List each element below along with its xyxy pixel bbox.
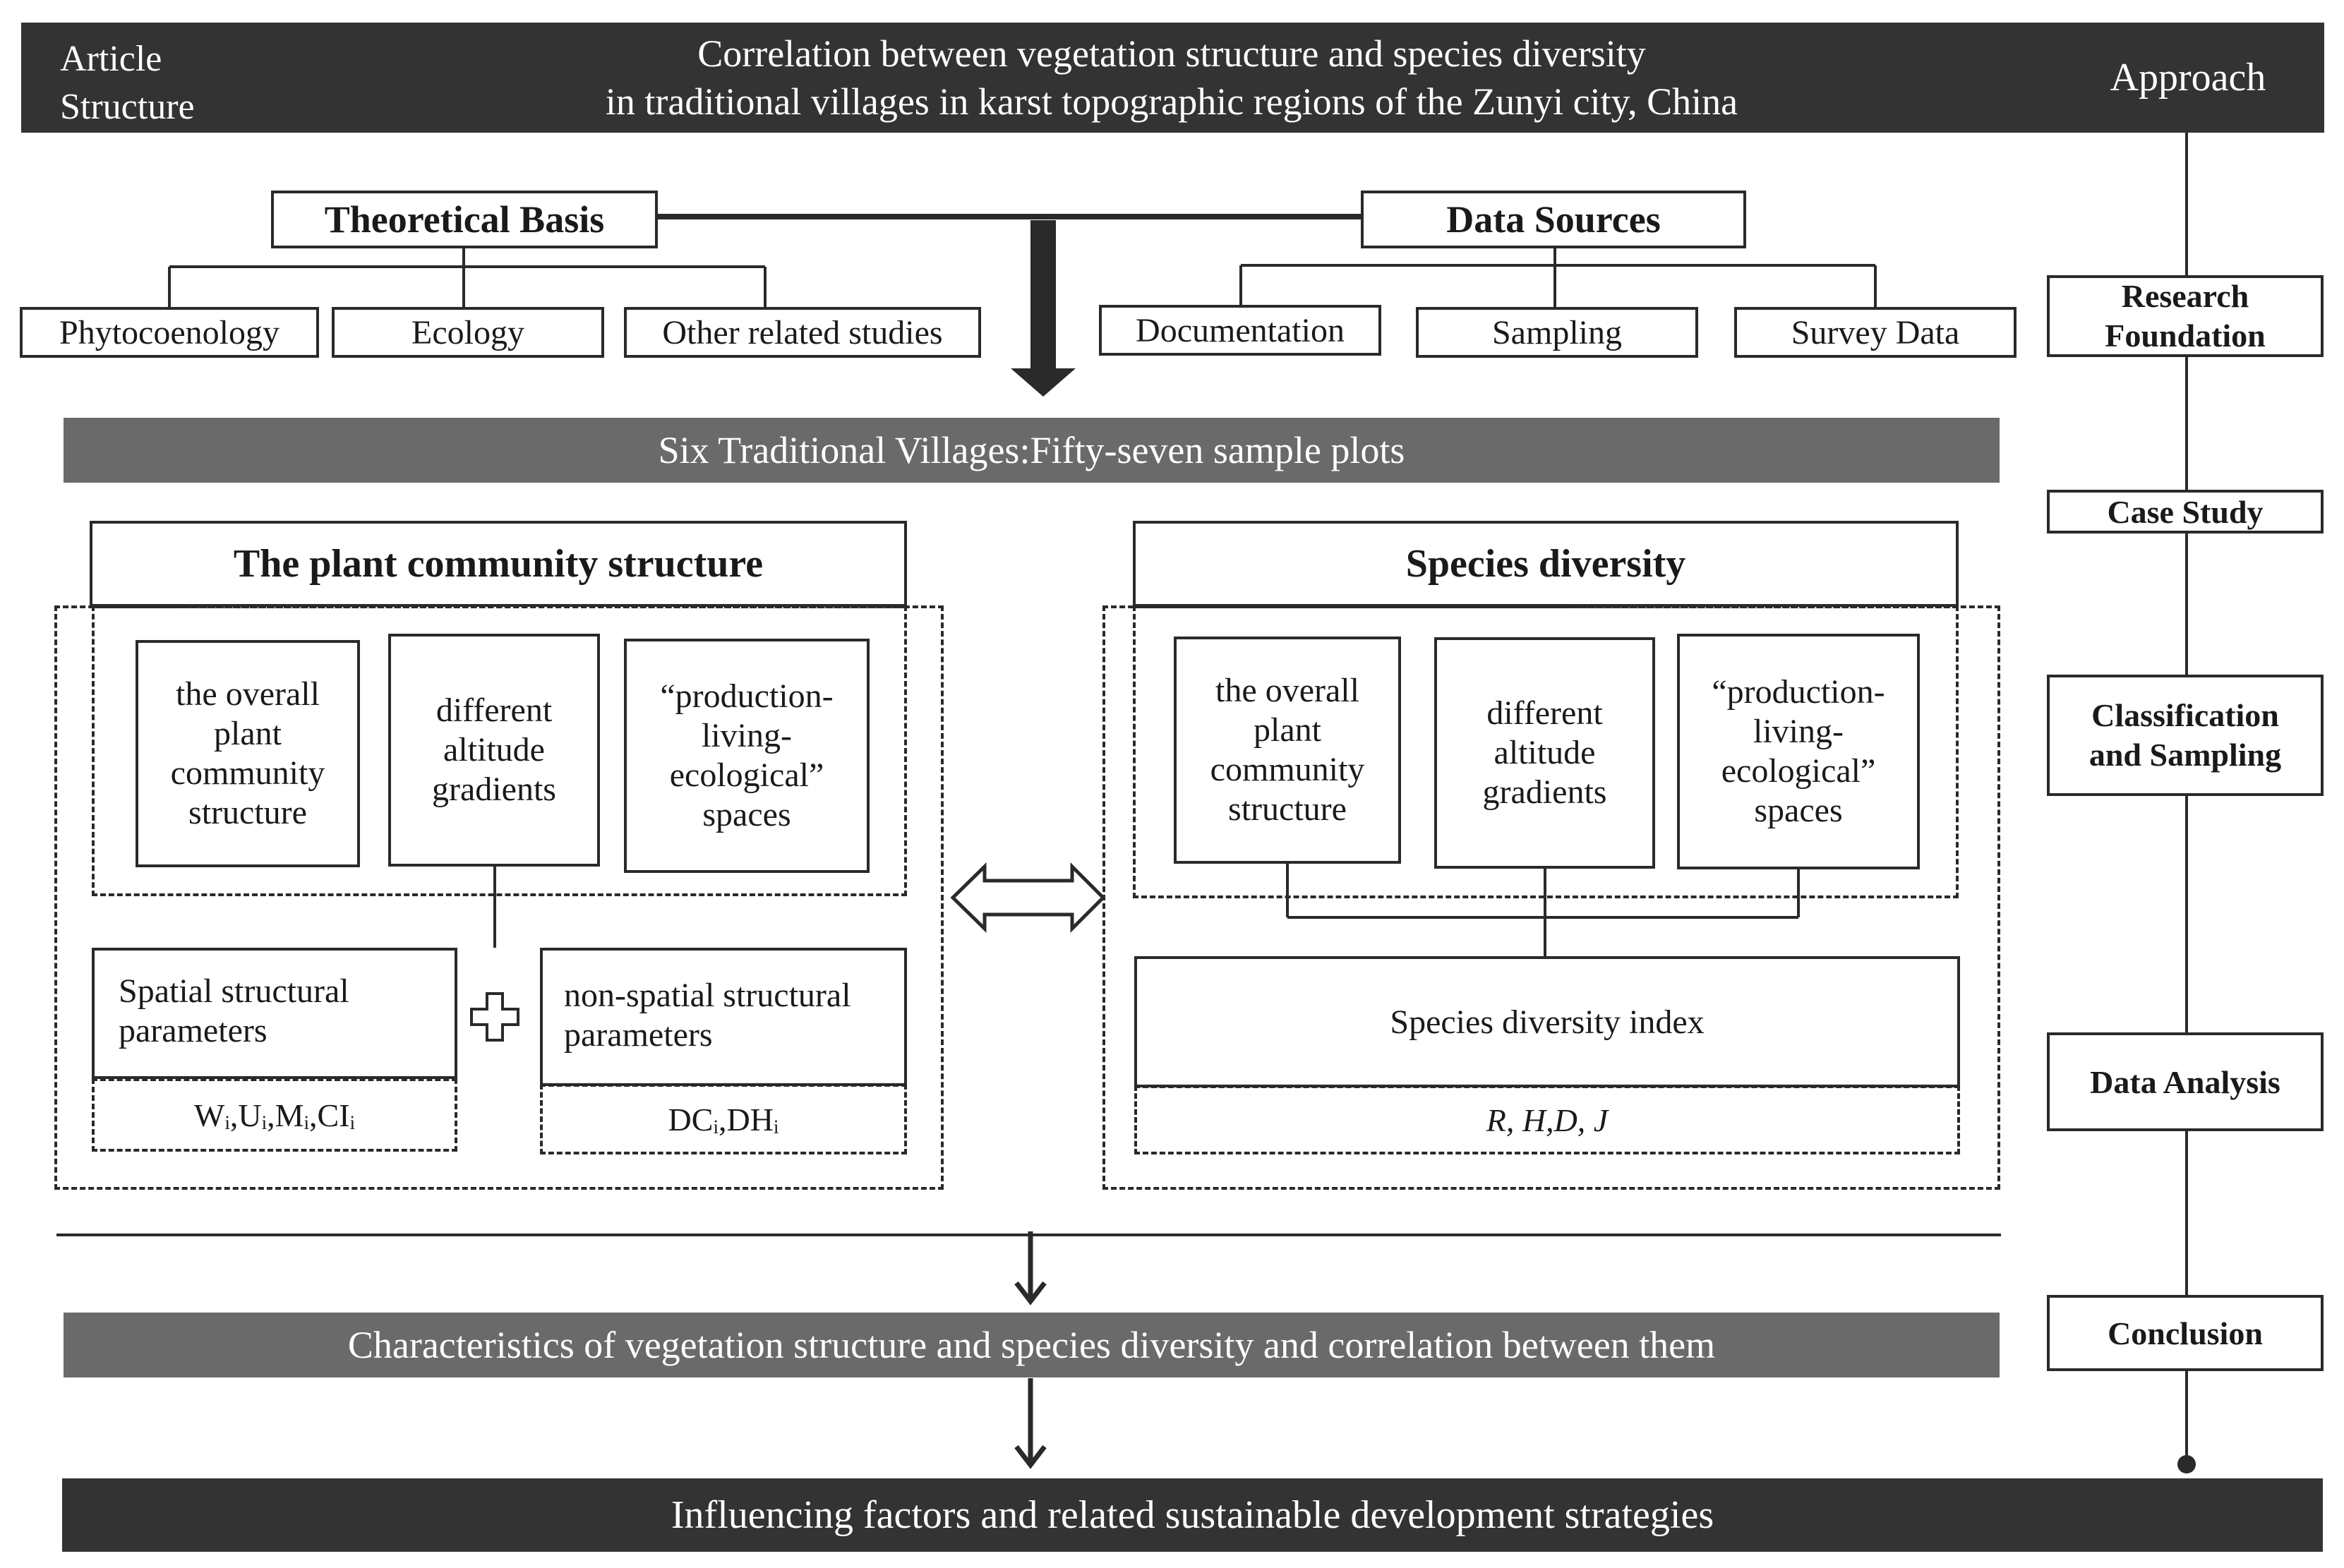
species-cards-group [1133, 605, 1959, 898]
card-line: structure [1228, 790, 1347, 828]
spatial-label-line: parameters [119, 1012, 268, 1049]
title-line-2: in traditional villages in karst topogra… [605, 80, 1738, 123]
article-label: Article [60, 39, 162, 79]
card-line: structure [188, 794, 307, 831]
nonspatial-params-box: non-spatial structural parameters [540, 948, 907, 1086]
step-classification-sampling: Classification and Sampling [2047, 675, 2324, 796]
card-line: different [435, 692, 553, 729]
page-title: Correlation between vegetation structure… [423, 28, 1920, 127]
card-line: different [1486, 694, 1603, 732]
final-bar: Influencing factors and related sustaina… [62, 1478, 2323, 1552]
card-line: spaces [1754, 792, 1843, 829]
card-line: living- [1753, 713, 1844, 750]
nonspatial-formula: DCᵢ,DHᵢ [668, 1101, 779, 1138]
card-line: community [170, 754, 325, 792]
card-line: “production- [660, 677, 834, 715]
survey-data-box: Survey Data [1734, 307, 2017, 358]
nonspatial-label-line: parameters [564, 1016, 713, 1054]
left-card-spaces: “production- living- ecological” spaces [624, 639, 870, 873]
conclusion-bar: Characteristics of vegetation structure … [64, 1313, 2000, 1377]
card-line: the overall [176, 675, 320, 713]
article-structure-label: Article Structure [60, 35, 195, 131]
other-studies-box: Other related studies [624, 307, 981, 358]
step-conclusion: Conclusion [2047, 1295, 2324, 1371]
nonspatial-label-line: non-spatial structural [564, 977, 851, 1014]
spatial-formula-box [92, 1078, 457, 1152]
spatial-formula: Wᵢ,Uᵢ,Mᵢ,CIᵢ [193, 1097, 356, 1133]
card-line: plant [1254, 711, 1321, 749]
ecology-box: Ecology [332, 307, 604, 358]
card-line: plant [214, 715, 282, 752]
card-line: altitude [443, 731, 545, 768]
diversity-formula: R, H,D, J [1486, 1102, 1609, 1138]
header-bar [21, 23, 2324, 133]
spatial-params-box: Spatial structural parameters [92, 948, 457, 1079]
card-line: altitude [1493, 734, 1596, 771]
data-sources-box: Data Sources [1361, 191, 1746, 248]
card-line: living- [702, 717, 792, 754]
step-data-analysis: Data Analysis [2047, 1032, 2324, 1131]
title-line-1: Correlation between vegetation structure… [697, 32, 1646, 75]
card-line: ecological” [669, 756, 824, 794]
right-card-altitude: different altitude gradients [1434, 637, 1655, 869]
spatial-label-line: Spatial structural [119, 972, 349, 1010]
card-line: community [1210, 751, 1365, 788]
card-line: gradients [1482, 773, 1607, 811]
phytocoenology-box: Phytocoenology [20, 307, 319, 358]
structure-label: Structure [60, 87, 195, 127]
card-line: gradients [432, 771, 556, 808]
species-diversity-title: Species diversity [1133, 521, 1959, 607]
plant-structure-title: The plant community structure [90, 521, 907, 607]
documentation-box: Documentation [1099, 305, 1381, 356]
step-case-study: Case Study [2047, 490, 2324, 533]
card-line: “production- [1712, 673, 1885, 711]
right-card-spaces: “production- living- ecological” spaces [1677, 634, 1920, 869]
species-diversity-index-box: Species diversity index [1134, 956, 1960, 1087]
theoretical-basis-box: Theoretical Basis [271, 191, 658, 248]
plant-structure-cards-group [92, 605, 907, 896]
card-line: spaces [702, 796, 791, 833]
approach-label: Approach [2110, 56, 2266, 99]
left-card-overall-structure: the overall plant community structure [136, 640, 360, 867]
card-line: ecological” [1721, 752, 1876, 790]
sampling-box: Sampling [1416, 307, 1698, 358]
case-study-bar: Six Traditional Villages:Fifty-seven sam… [64, 418, 2000, 483]
step-research-foundation: Research Foundation [2047, 275, 2324, 357]
right-card-overall-structure: the overall plant community structure [1174, 637, 1401, 864]
card-line: the overall [1215, 672, 1359, 709]
left-card-altitude: different altitude gradients [388, 634, 600, 867]
